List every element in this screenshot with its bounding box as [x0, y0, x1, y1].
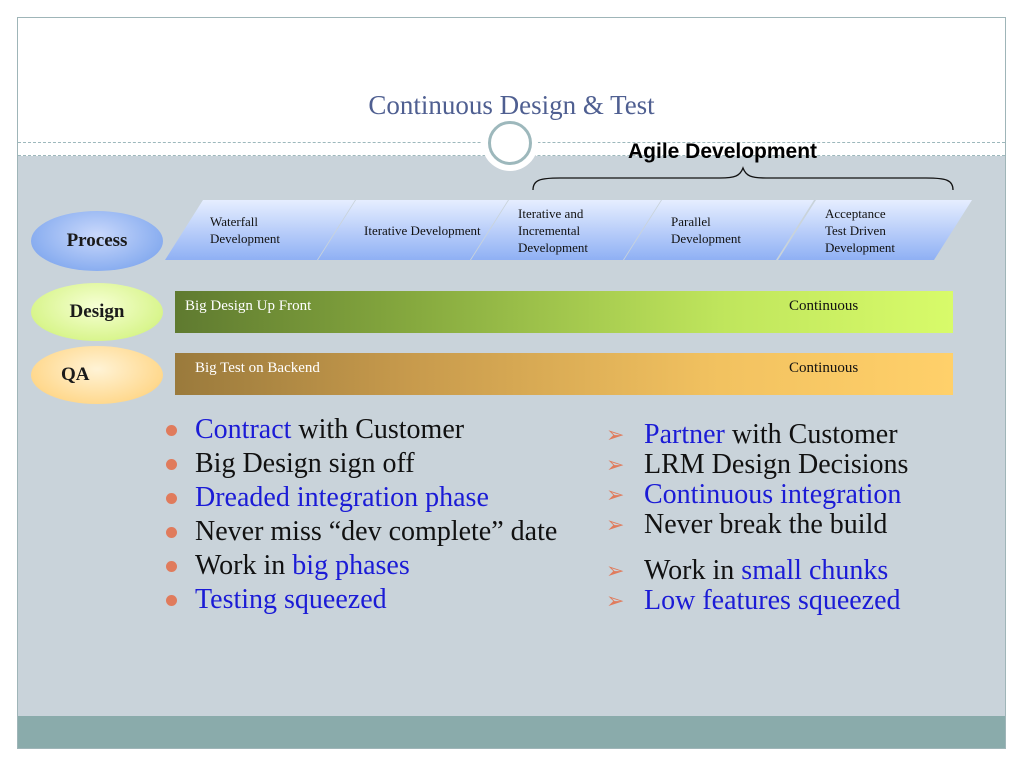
bullet-dot-icon [166, 561, 177, 572]
process-label: Process [66, 230, 128, 251]
list-item: Testing squeezed [166, 586, 586, 614]
arrow-bullet-icon: ➢ [606, 512, 625, 537]
process-ellipse: Process [31, 211, 163, 271]
qa-label: QA [61, 364, 90, 385]
list-item: ➢ Partner with Customer [606, 420, 1006, 450]
bullet-text: LRM Design Decisions [644, 449, 909, 480]
bullet-dot-icon [166, 527, 177, 538]
stage-label: Iterative and Incremental Development [518, 206, 589, 255]
list-item: ➢ Low features squeezed [606, 586, 1006, 616]
bullet-text: Work in [644, 555, 742, 586]
bullet-text: Big Design sign off [195, 448, 415, 479]
stage-label: Acceptance Test Driven Development [825, 206, 896, 255]
qa-bar-start: Big Test on Backend [195, 360, 320, 376]
bullet-text: with Customer [724, 419, 898, 450]
agile-bullets: ➢ Partner with Customer ➢ LRM Design Decis… [606, 420, 1006, 616]
qa-bar: Big Test on Backend Continuous [175, 353, 953, 395]
bullet-text: with Customer [291, 414, 465, 445]
bullet-highlight: Contract [195, 414, 292, 445]
bullet-dot-icon [166, 595, 177, 606]
agile-brace [532, 166, 954, 191]
qa-ellipse: QA [31, 346, 163, 404]
bullet-dot-icon [166, 493, 177, 504]
stage-acceptance: Acceptance Test Driven Development [778, 200, 972, 260]
list-item: ➢ Never break the build [606, 510, 1006, 540]
list-item: Work in big phases [166, 552, 586, 580]
ring-ornament-inner [488, 121, 532, 165]
bullet-highlight: big phases [292, 550, 410, 581]
footer-band [18, 716, 1005, 748]
bullet-highlight: Dreaded integration phase [195, 482, 489, 513]
agile-development-label: Agile Development [628, 140, 818, 163]
stage-label: Waterfall Development [210, 214, 281, 246]
list-item: Dreaded integration phase [166, 484, 586, 512]
bullet-dot-icon [166, 425, 177, 436]
stage-label: Parallel Development [671, 214, 742, 246]
bullet-dot-icon [166, 459, 177, 470]
list-item: ➢ Work in small chunks [606, 556, 1006, 586]
bullet-text: Never miss “dev complete” date [195, 516, 558, 547]
arrow-bullet-icon: ➢ [606, 422, 625, 447]
slide-frame [17, 17, 1006, 749]
stage-waterfall: Waterfall Development [165, 200, 355, 260]
list-item: ➢ LRM Design Decisions [606, 450, 1006, 480]
design-label: Design [69, 301, 125, 322]
bullet-text: Never break the build [644, 509, 888, 540]
bullet-highlight: Testing squeezed [195, 584, 387, 615]
bullet-highlight: small chunks [741, 555, 889, 586]
design-bar: Big Design Up Front Continuous [175, 291, 953, 333]
arrow-bullet-icon: ➢ [606, 588, 625, 613]
arrow-bullet-icon: ➢ [606, 482, 625, 507]
design-bar-start: Big Design Up Front [185, 298, 312, 314]
stage-iterative-incremental: Iterative and Incremental Development [471, 200, 661, 260]
list-item: Contract with Customer [166, 416, 586, 444]
waterfall-bullets: Contract with Customer Big Design sign o… [166, 416, 586, 620]
bullet-text: Work in [195, 550, 293, 581]
list-spacer [606, 540, 1006, 556]
bullet-highlight: Continuous integration [644, 479, 902, 510]
design-bar-end: Continuous [789, 298, 859, 314]
list-item: Big Design sign off [166, 450, 586, 478]
list-item: Never miss “dev complete” date [166, 518, 586, 546]
stage-iterative: Iterative Development [318, 200, 508, 260]
qa-bar-end: Continuous [789, 360, 859, 376]
bullet-highlight: Low features squeezed [644, 585, 901, 616]
stage-parallel: Parallel Development [624, 200, 814, 260]
design-ellipse: Design [31, 283, 163, 341]
arrow-bullet-icon: ➢ [606, 452, 625, 477]
stage-label: Iterative Development [364, 222, 481, 238]
arrow-bullet-icon: ➢ [606, 558, 625, 583]
list-item: ➢ Continuous integration [606, 480, 1006, 510]
bullet-highlight: Partner [644, 419, 725, 450]
